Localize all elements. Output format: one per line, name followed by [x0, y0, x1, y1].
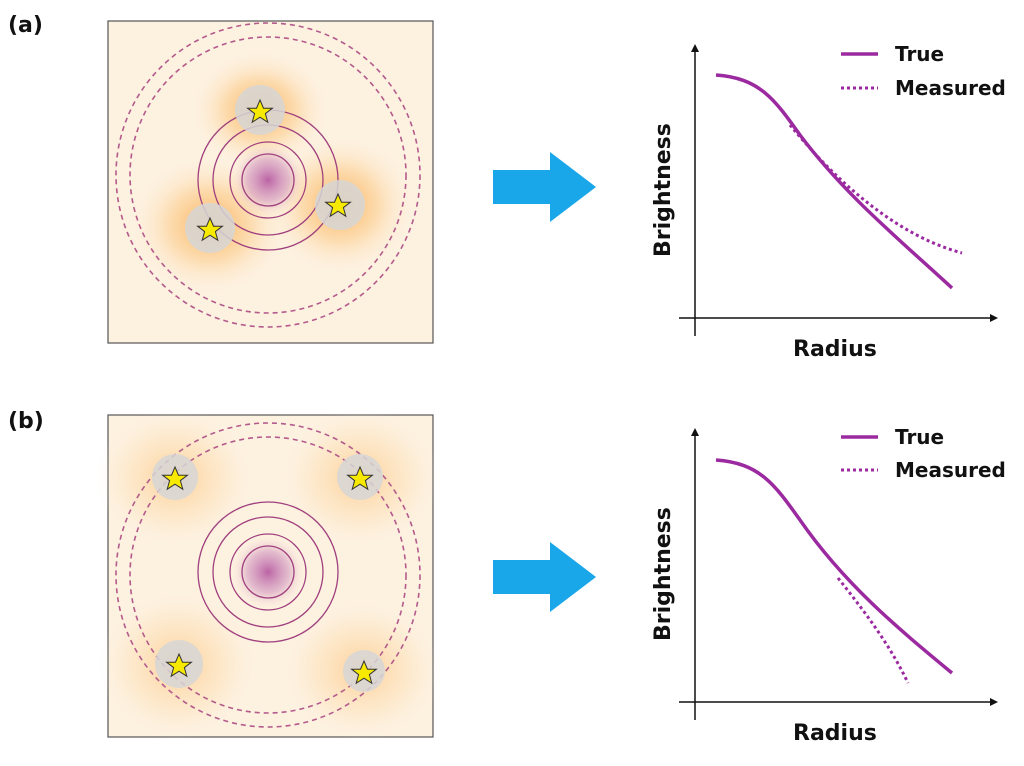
panel-b-image	[95, 408, 442, 740]
legend-measured-label: Measured	[895, 458, 1006, 482]
isophote	[197, 501, 339, 643]
isophote-dashed	[115, 22, 421, 328]
panel-a-plot: True Measured Radius Brightness	[651, 42, 1006, 362]
legend-true-label: True	[895, 42, 944, 66]
legend-true-label: True	[895, 425, 944, 449]
isophote-dashed	[129, 436, 407, 714]
isophote-dashed	[129, 36, 407, 314]
x-axis-arrowhead	[990, 698, 998, 706]
panel-b-label: (b)	[8, 409, 44, 434]
isophote	[229, 533, 307, 611]
y-axis-label: Brightness	[651, 123, 676, 257]
y-axis-arrowhead	[691, 428, 699, 436]
legend-measured-label: Measured	[895, 76, 1006, 100]
measured-curve	[836, 577, 910, 684]
isophote	[229, 141, 307, 219]
isophote	[241, 153, 295, 207]
true-curve	[715, 73, 954, 290]
right-arrow-icon	[493, 542, 596, 612]
isophote-dashed	[115, 422, 421, 728]
panel-a-label: (a)	[8, 13, 43, 38]
y-axis-label: Brightness	[651, 507, 676, 641]
x-axis-label: Radius	[793, 721, 877, 746]
galaxy-core	[230, 534, 306, 610]
true-curve	[715, 458, 954, 675]
x-axis-arrowhead	[990, 314, 998, 322]
panel-b-plot: True Measured Radius Brightness	[651, 425, 1006, 746]
panel-a-image	[107, 20, 434, 344]
isophote	[212, 516, 324, 628]
measured-curve	[788, 124, 963, 255]
y-axis-arrowhead	[691, 44, 699, 52]
isophote	[241, 545, 295, 599]
right-arrow-icon	[493, 152, 596, 222]
x-axis-label: Radius	[793, 337, 877, 362]
galaxy-core	[230, 142, 306, 218]
